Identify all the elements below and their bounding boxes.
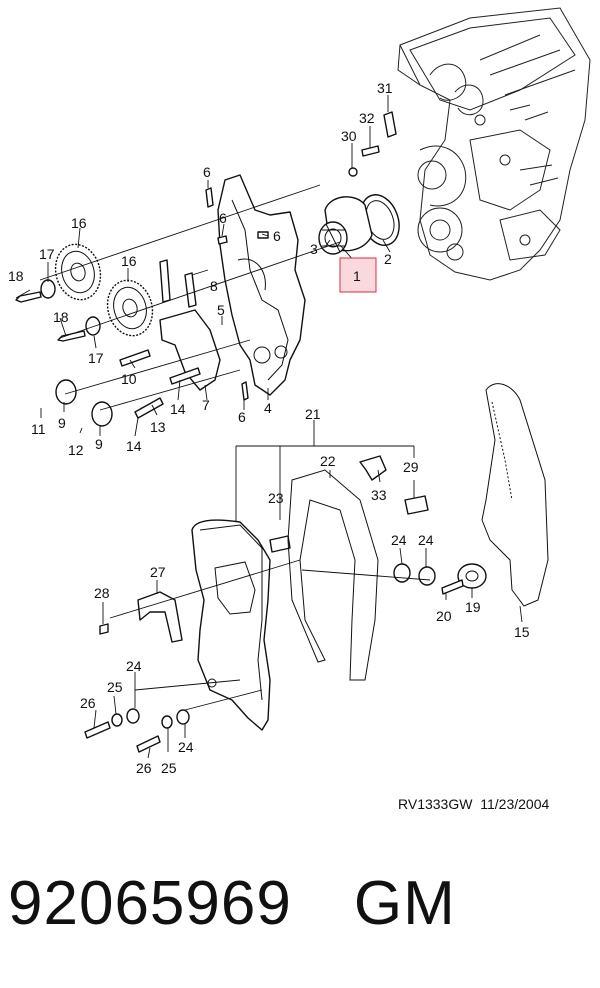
callout-9b: 9 [95, 436, 103, 452]
diagram-date: 11/23/2004 [480, 796, 550, 812]
callout-24c: 24 [126, 658, 142, 674]
callout-10: 10 [121, 371, 137, 387]
cover-seal-23 [269, 535, 291, 553]
callout-20: 20 [436, 608, 452, 624]
leader-lines [15, 95, 523, 759]
callout-21: 21 [305, 406, 321, 422]
callout-27: 27 [150, 564, 166, 580]
highlight-box [339, 257, 377, 293]
washer-24c [126, 708, 140, 724]
callout-23: 23 [268, 490, 284, 506]
callout-16a: 16 [71, 215, 87, 231]
brand-name: GM [353, 869, 456, 938]
callout-24a: 24 [391, 532, 407, 548]
callout-26a: 26 [80, 695, 96, 711]
callout-labels: 1 2 3 4 5 6 6 6 6 7 8 9 9 10 11 12 13 14… [8, 80, 530, 776]
callout-2: 2 [384, 251, 392, 267]
callout-22: 22 [320, 453, 336, 469]
stud-14b [134, 397, 164, 419]
callout-5: 5 [217, 302, 225, 318]
callout-25b: 25 [161, 760, 177, 776]
washer-30 [348, 167, 358, 177]
callout-13: 13 [150, 419, 166, 435]
bracket-29 [404, 495, 429, 515]
callout-25a: 25 [107, 679, 123, 695]
camshaft-gear-lower [106, 279, 154, 337]
callout-6d: 6 [238, 409, 246, 425]
stud-14a [169, 367, 201, 385]
callout-6c: 6 [273, 228, 281, 244]
front-timing-cover [191, 519, 271, 731]
callout-24d: 24 [178, 739, 194, 755]
bolt-32 [361, 145, 380, 157]
bolt-18-upper [15, 291, 42, 303]
bracket-31 [383, 111, 397, 138]
callout-15: 15 [514, 624, 530, 640]
callout-6b: 6 [219, 210, 227, 226]
bolt-28 [99, 623, 109, 635]
callout-18b: 18 [53, 309, 69, 325]
timing-belt-15 [481, 383, 549, 607]
part-number-caption: 92065969 GM [8, 868, 456, 939]
diagram-code: RV1333GW [398, 796, 473, 812]
bracket-27 [137, 591, 183, 643]
camshaft-gear-upper [54, 243, 102, 301]
callout-24b: 24 [418, 532, 434, 548]
washer-25a [111, 713, 123, 727]
callout-14b: 14 [126, 438, 142, 454]
callout-8: 8 [210, 278, 218, 294]
callout-11: 11 [31, 421, 46, 437]
idler-9-upper [55, 379, 77, 405]
callout-14a: 14 [170, 401, 186, 417]
callout-1: 1 [353, 268, 361, 284]
callout-31: 31 [377, 80, 393, 96]
callout-7: 7 [202, 397, 210, 413]
callout-16b: 16 [121, 253, 137, 269]
stud-8b [159, 259, 171, 303]
callout-30: 30 [341, 128, 357, 144]
bolt-6-bottom [241, 381, 249, 401]
callout-19: 19 [465, 599, 481, 615]
gasket-22 [287, 469, 379, 681]
water-pump-assembly [318, 194, 400, 255]
stud-8 [184, 272, 197, 308]
rear-timing-cover [217, 174, 306, 396]
diagram-reference: RV1333GW 11/23/2004 [398, 796, 549, 812]
bolt-26a [84, 721, 111, 739]
callout-18a: 18 [8, 268, 24, 284]
callout-17a: 17 [39, 246, 55, 262]
idler-24b [418, 566, 436, 586]
idler-9-lower [91, 401, 113, 427]
stud-10 [119, 349, 151, 367]
part-number: 92065969 [8, 869, 292, 938]
washer-24d [176, 709, 190, 725]
callout-26b: 26 [136, 760, 152, 776]
callout-17b: 17 [88, 350, 104, 366]
bolt-6c [257, 231, 269, 239]
callout-12: 12 [68, 442, 84, 458]
bolt-20 [441, 579, 464, 595]
callout-28: 28 [94, 585, 110, 601]
callout-3: 3 [310, 241, 318, 257]
callout-6a: 6 [203, 164, 211, 180]
bracket-7 [159, 309, 221, 391]
engine-block-illustration [397, 7, 591, 281]
idler-24a [393, 563, 411, 583]
washer-17-upper [40, 279, 56, 299]
washer-17-lower [85, 316, 101, 336]
bracket-33 [359, 455, 387, 481]
bolt-6a [205, 187, 214, 208]
bolt-18-lower [57, 330, 86, 342]
callout-9a: 9 [58, 415, 66, 431]
callout-4: 4 [264, 400, 272, 416]
bolt-26b [136, 735, 161, 753]
bolt-6b [217, 235, 228, 245]
callout-32: 32 [359, 110, 375, 126]
callout-33: 33 [371, 487, 387, 503]
callout-29: 29 [403, 459, 419, 475]
washer-25b [161, 715, 173, 729]
